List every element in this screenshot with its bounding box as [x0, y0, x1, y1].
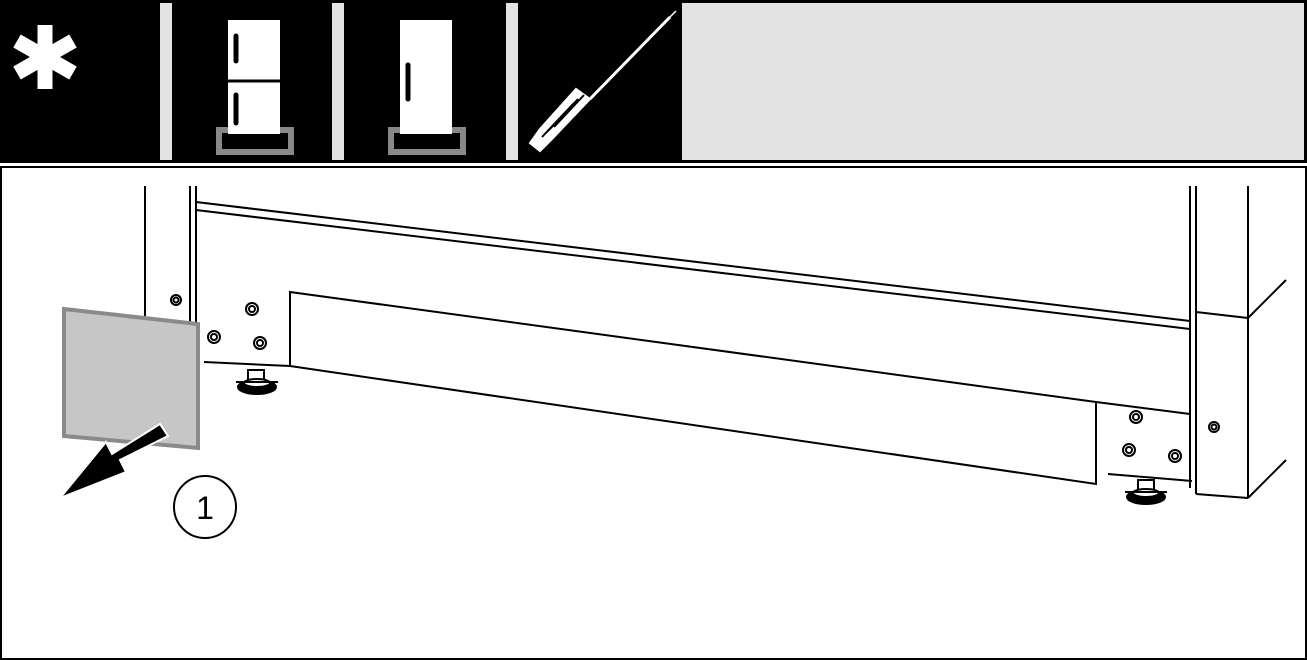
removed-plinth-panel — [62, 306, 200, 451]
right-cabinet-side — [1189, 186, 1287, 499]
left-adjustable-foot — [236, 369, 278, 395]
tool-header-bar — [0, 0, 1307, 163]
special-note-asterisk-icon — [13, 25, 77, 89]
single-door-fridge-icon — [388, 20, 466, 155]
right-adjustable-foot — [1125, 479, 1167, 505]
asterisk-tile — [0, 3, 160, 160]
plinth-removal-illustration: 1 — [0, 166, 1307, 660]
screwdriver-tile — [518, 3, 682, 160]
left-mounting-screws — [207, 302, 267, 350]
step-marker: 1 — [173, 475, 237, 539]
appliance-base-front — [195, 201, 1193, 486]
tile-separator — [332, 3, 344, 160]
tile-separator — [160, 3, 172, 160]
tile-separator — [506, 3, 518, 160]
single-door-fridge-tile — [344, 3, 506, 160]
installation-diagram: 1 — [0, 166, 1307, 660]
right-mounting-screws — [1122, 410, 1182, 463]
info-panel — [682, 3, 1304, 160]
left-cabinet-side — [144, 186, 197, 326]
screwdriver-icon — [528, 10, 677, 153]
pull-direction-arrow — [56, 422, 170, 501]
fridge-freezer-icon — [216, 20, 294, 155]
step-number: 1 — [196, 490, 214, 526]
fridge-freezer-tile — [172, 3, 332, 160]
